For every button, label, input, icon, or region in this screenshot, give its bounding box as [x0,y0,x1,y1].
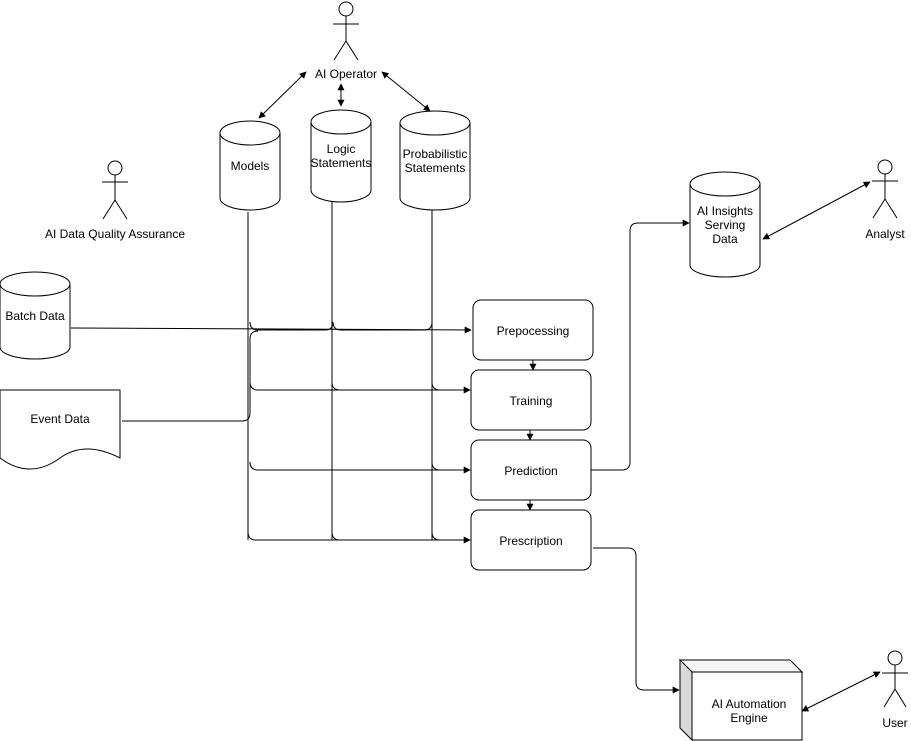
ai-automation-engine-label-1: AI Automation [712,697,787,711]
event-data-bus [122,330,259,422]
ai-insights-label-1: AI Insights [697,204,753,218]
ai-insights-serving-data-store [689,171,761,278]
logic-statements-label-2: Statements [311,156,372,170]
feed-training [249,381,471,394]
user-engine-link [801,671,881,712]
prescription-to-engine [593,547,680,694]
ai-automation-engine-box [678,658,804,741]
batch-data-label: Batch Data [5,309,65,323]
ai-automation-engine-label-2: Engine [730,711,768,725]
analyst-actor [872,159,898,219]
training-label: Training [510,394,553,408]
feed-prescription [247,531,471,544]
ai-operator-actor [333,1,359,61]
prediction-box [470,439,592,501]
ai-data-quality-assurance-label: AI Data Quality Assurance [45,227,185,241]
user-actor [882,650,908,708]
ai-insights-label-3: Data [712,232,738,246]
feed-prepocessing [249,321,433,331]
user-label: User [882,716,907,730]
probabilistic-statements-store [399,110,471,211]
ai-operator-head [338,1,354,17]
training-box [470,369,592,431]
batch-data-store [0,271,71,360]
probabilistic-statements-label-1: Probabilistic [403,147,468,161]
operator-probabilistic-link [381,71,431,112]
prepocessing-box [472,299,594,361]
probabilistic-statements-label-2: Statements [405,161,466,175]
prediction-label: Prediction [504,464,557,478]
event-data-document [0,389,121,470]
feed-prediction-prob [431,461,441,471]
ai-operator-label: AI Operator [315,67,377,81]
models-label: Models [231,159,270,173]
analyst-insights-link [762,181,871,240]
prepocessing-label: Prepocessing [497,324,570,338]
feed-training-logic [331,381,341,391]
feed-prescription-prob [431,531,441,541]
prescription-box [470,509,592,571]
feed-prediction [249,461,471,474]
prescription-label: Prescription [499,534,562,548]
feed-prescription-logic [331,531,341,541]
event-data-label: Event Data [30,412,90,426]
models-store [219,120,281,211]
logic-statements-label-1: Logic [327,142,356,156]
logic-statements-store [310,109,372,203]
prediction-to-insights [591,219,690,471]
operator-models-link [258,71,307,119]
analyst-label: Analyst [865,227,905,241]
ai-insights-label-2: Serving [705,218,746,232]
ai-data-quality-assurance-actor [102,160,128,220]
feed-training-prob [431,381,441,391]
connectors [70,71,881,712]
